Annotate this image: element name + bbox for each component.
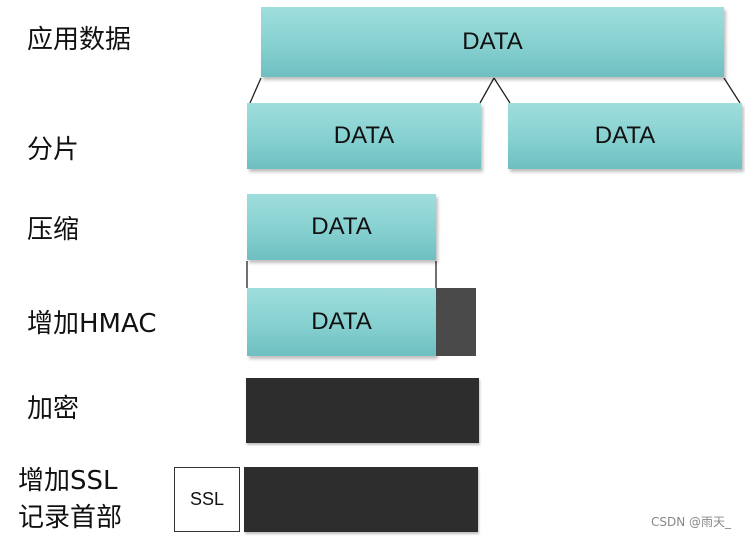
label-compress: 压缩 (27, 215, 80, 245)
connector-line (723, 77, 741, 104)
label-fragment: 分片 (27, 135, 80, 165)
encrypted-block (246, 378, 479, 443)
hmac-data-block: DATA (247, 288, 436, 356)
ssl-header-block: SSL (174, 467, 240, 532)
mac-block (436, 288, 476, 356)
compressed-block: DATA (247, 194, 436, 260)
watermark: CSDN @雨天_ (650, 515, 731, 529)
connector-line (479, 77, 495, 104)
connector-line (493, 77, 511, 104)
label-app-data: 应用数据 (27, 25, 132, 55)
label-add-ssl-line1: 增加SSL (18, 466, 118, 496)
fragment-block-2: DATA (508, 103, 742, 169)
connector-line (249, 77, 262, 104)
ssl-payload-block (244, 467, 478, 532)
fragment-block-1: DATA (247, 103, 481, 169)
app-data-block: DATA (261, 7, 724, 77)
label-encrypt: 加密 (27, 394, 80, 424)
label-add-hmac: 增加HMAC (27, 309, 157, 339)
label-add-ssl-line2: 记录首部 (18, 503, 123, 533)
